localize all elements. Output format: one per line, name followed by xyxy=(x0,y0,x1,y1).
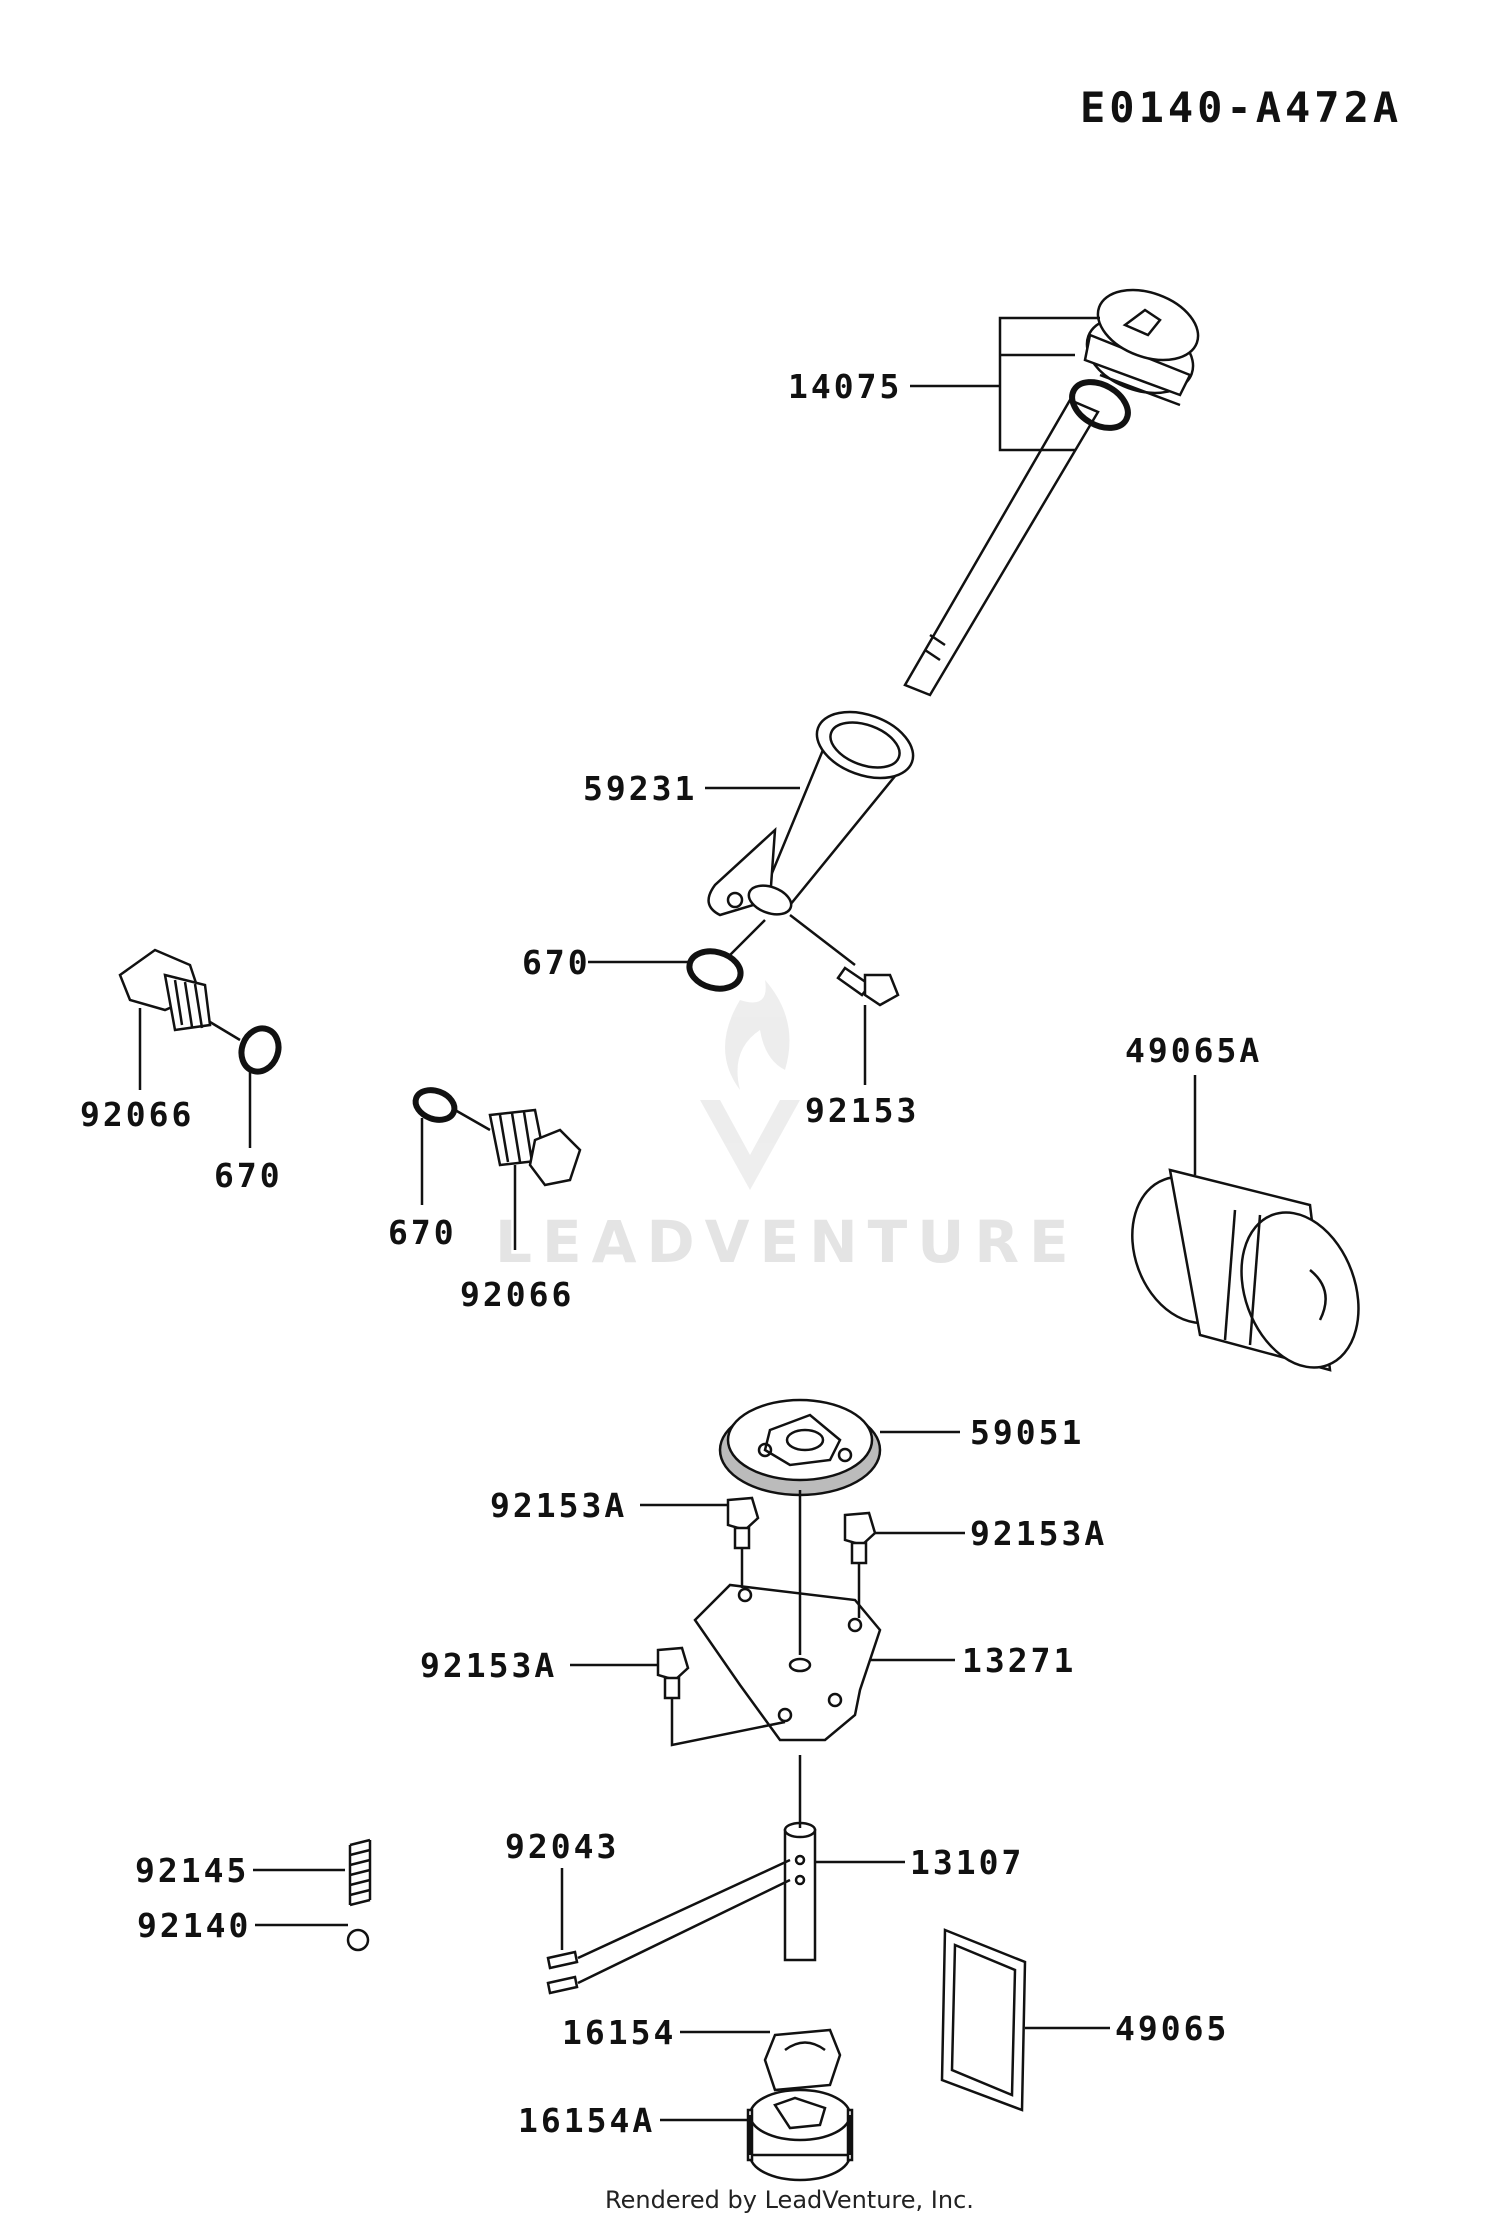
pump-shaft-13107[interactable] xyxy=(783,1821,817,1962)
o-ring-670-middle[interactable] xyxy=(411,1085,458,1125)
relief-ball-92140[interactable] xyxy=(346,1928,370,1952)
label-92066-middle[interactable]: 92066 xyxy=(460,1275,574,1314)
label-16154[interactable]: 16154 xyxy=(562,2013,676,2052)
label-92153A-left[interactable]: 92153A xyxy=(420,1646,557,1685)
diagram-code: E0140-A472A xyxy=(1080,83,1402,132)
label-670-middle[interactable]: 670 xyxy=(388,1213,457,1252)
label-13271[interactable]: 13271 xyxy=(962,1641,1076,1680)
o-ring-670-left[interactable] xyxy=(236,1023,285,1077)
label-16154A[interactable]: 16154A xyxy=(518,2101,655,2140)
label-92066-left[interactable]: 92066 xyxy=(80,1095,194,1134)
drain-plug-92066-middle[interactable] xyxy=(488,1108,582,1187)
o-ring-670-filler[interactable] xyxy=(685,946,745,994)
label-670-left[interactable]: 670 xyxy=(214,1156,283,1195)
bolt-92153A-top-left[interactable] xyxy=(726,1496,760,1550)
leader-lines xyxy=(138,316,1197,2122)
pins-92043[interactable] xyxy=(546,1950,579,1995)
label-59051[interactable]: 59051 xyxy=(970,1413,1084,1452)
oil-filler-tube[interactable] xyxy=(707,700,923,920)
label-92145[interactable]: 92145 xyxy=(135,1851,249,1890)
oil-screen-49065[interactable] xyxy=(940,1928,1027,2112)
watermark-text: LEADVENTURE xyxy=(495,1208,1079,1276)
label-92153A-top-left[interactable]: 92153A xyxy=(490,1486,627,1525)
label-13107[interactable]: 13107 xyxy=(910,1843,1024,1882)
relief-spring-92145[interactable] xyxy=(348,1838,372,1907)
label-14075[interactable]: 14075 xyxy=(788,367,902,406)
bolt-92153A-left[interactable] xyxy=(656,1646,690,1700)
oil-filter-49065A[interactable] xyxy=(1113,1161,1379,1384)
oil-pump-plate[interactable] xyxy=(693,1583,882,1742)
label-59231[interactable]: 59231 xyxy=(583,769,697,808)
oil-pump-gear[interactable] xyxy=(718,1398,882,1497)
bolt-92153A-top-right[interactable] xyxy=(843,1511,877,1565)
drain-plug-92066-left[interactable] xyxy=(118,948,212,1032)
outer-rotor-16154A[interactable] xyxy=(746,2088,854,2182)
label-49065A[interactable]: 49065A xyxy=(1125,1031,1262,1070)
watermark-logo xyxy=(700,980,800,1190)
label-92140[interactable]: 92140 xyxy=(137,1906,251,1945)
inner-rotor-16154[interactable] xyxy=(763,2028,842,2092)
footer-credit: Rendered by LeadVenture, Inc. xyxy=(605,2186,974,2214)
label-92043[interactable]: 92043 xyxy=(505,1827,619,1866)
label-92153[interactable]: 92153 xyxy=(805,1091,919,1130)
bolt-92153[interactable] xyxy=(836,966,900,1007)
label-670-filler[interactable]: 670 xyxy=(522,943,591,982)
label-49065[interactable]: 49065 xyxy=(1115,2009,1229,2048)
label-92153A-top-right[interactable]: 92153A xyxy=(970,1514,1107,1553)
dipstick-assembly[interactable] xyxy=(903,277,1208,697)
